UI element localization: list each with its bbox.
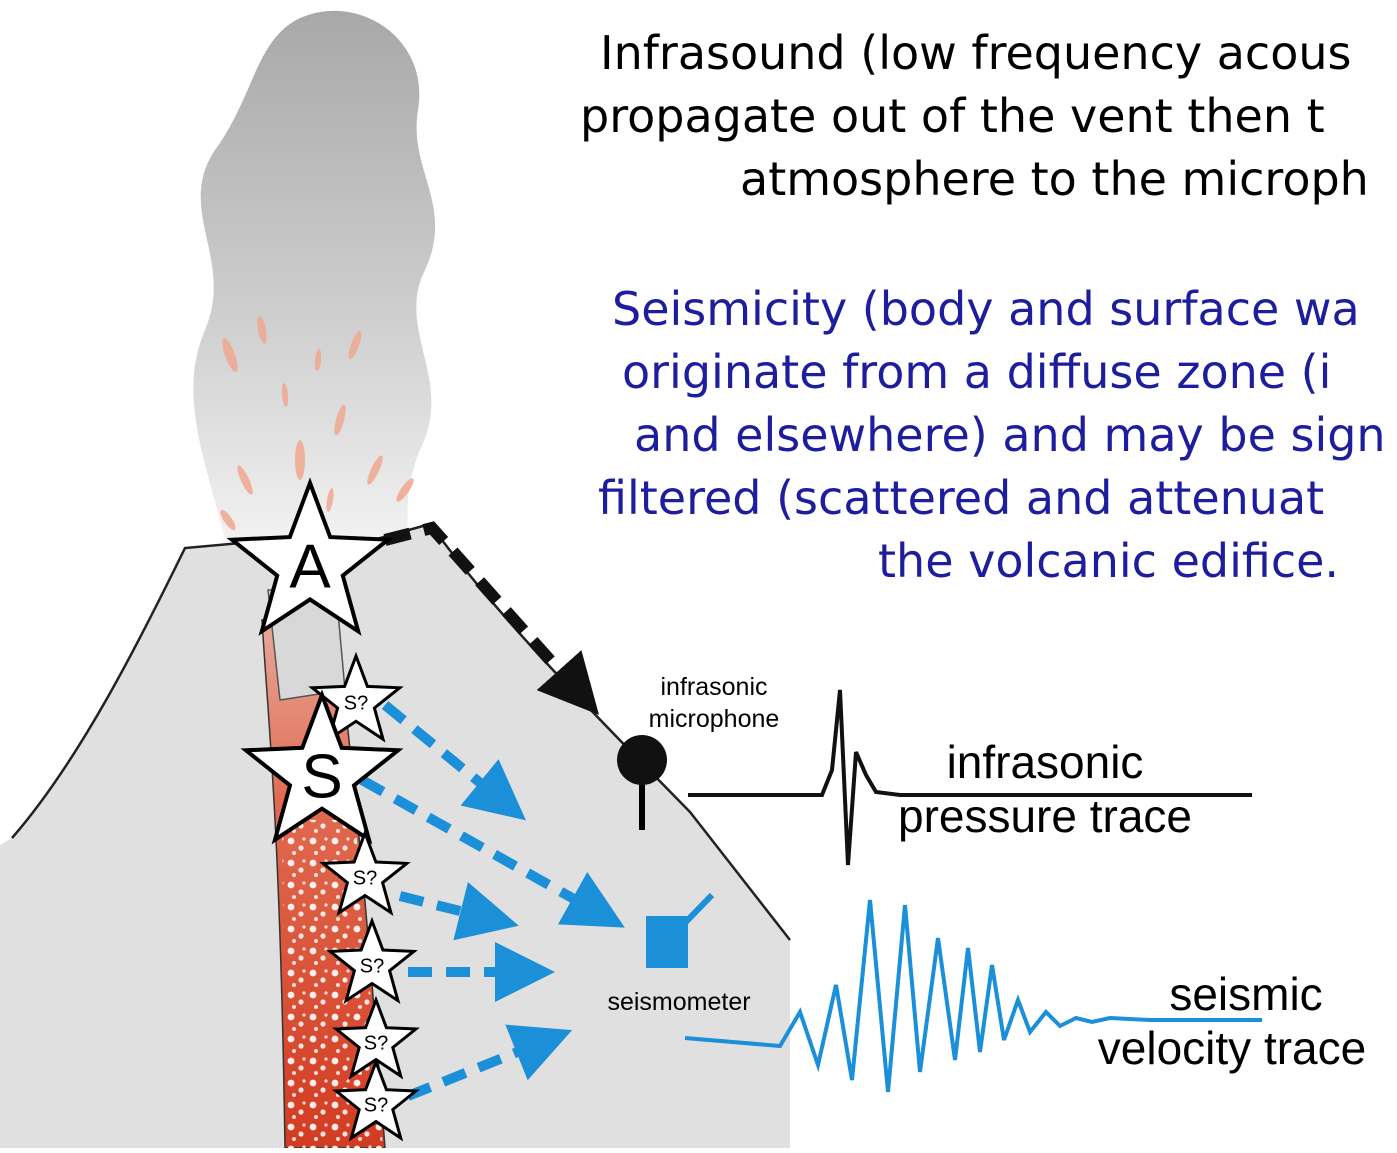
seismic-velocity-trace — [684, 899, 1262, 1093]
seismicity-caption-line2: originate from a diffuse zone (i — [622, 345, 1332, 399]
star-acoustic-source-shape — [226, 477, 394, 636]
seismometer-label: seismometer — [607, 988, 750, 1016]
acoustic-path-arrow — [383, 521, 599, 715]
star-seismic-possible-1-label: S? — [344, 692, 368, 714]
infrasound-caption-line3: atmosphere to the microph — [740, 152, 1369, 206]
ejecta-streaks — [220, 316, 414, 531]
star-seismic-source: S — [240, 689, 404, 845]
volcanic-edifice — [0, 524, 790, 1148]
velocity-trace-label-line1: seismic — [1169, 968, 1322, 1020]
ash-plume — [193, 10, 436, 575]
star-seismic-source-label: S — [301, 742, 342, 811]
infrasonic-pressure-trace — [688, 689, 1252, 866]
star-seismic-possible-1: S? — [308, 651, 404, 743]
star-seismic-possible-2: S? — [319, 828, 411, 917]
star-seismic-possible-4-label: S? — [364, 1032, 388, 1054]
seismicity-caption-line5: the volcanic edifice. — [878, 534, 1340, 588]
velocity-trace-label-line2: velocity trace — [1098, 1022, 1366, 1074]
star-seismic-possible-2-shape — [319, 828, 411, 917]
star-acoustic-source: A — [226, 477, 394, 636]
seismometer-icon — [646, 892, 715, 968]
star-seismic-possible-1-shape — [308, 651, 404, 743]
seismicity-caption-line3: and elsewhere) and may be sign — [634, 408, 1386, 462]
infrasound-caption-line2: propagate out of the vent then t — [580, 89, 1325, 143]
seismicity-caption: Seismicity (body and surface wa originat… — [560, 278, 1397, 593]
infrasound-caption-line1: Infrasound (low frequency acous — [600, 26, 1352, 80]
star-seismic-possible-5-shape — [332, 1057, 420, 1142]
star-seismic-source-shape — [240, 689, 404, 845]
microphone-icon — [617, 735, 667, 830]
seismic-path-arrows — [359, 701, 625, 1101]
microphone-label-line2: microphone — [649, 705, 780, 733]
microphone-label-line1: infrasonic — [661, 673, 768, 701]
star-seismic-possible-3-label: S? — [360, 955, 384, 977]
star-seismic-possible-5: S? — [332, 1057, 420, 1142]
seismicity-caption-line4: filtered (scattered and attenuat — [598, 471, 1325, 525]
star-seismic-possible-3: S? — [326, 916, 418, 1005]
pressure-trace-label-line1: infrasonic — [947, 736, 1144, 788]
seismicity-caption-line1: Seismicity (body and surface wa — [612, 282, 1360, 336]
star-acoustic-source-label: A — [289, 532, 331, 601]
star-seismic-possible-2-label: S? — [353, 867, 377, 889]
star-seismic-possible-5-label: S? — [364, 1094, 388, 1116]
source-stars: A S? S S? S? S? S? — [226, 477, 420, 1142]
pressure-trace-label-line2: pressure trace — [898, 790, 1192, 842]
infrasound-caption: Infrasound (low frequency acous propagat… — [540, 22, 1397, 211]
star-seismic-possible-3-shape — [326, 916, 418, 1005]
